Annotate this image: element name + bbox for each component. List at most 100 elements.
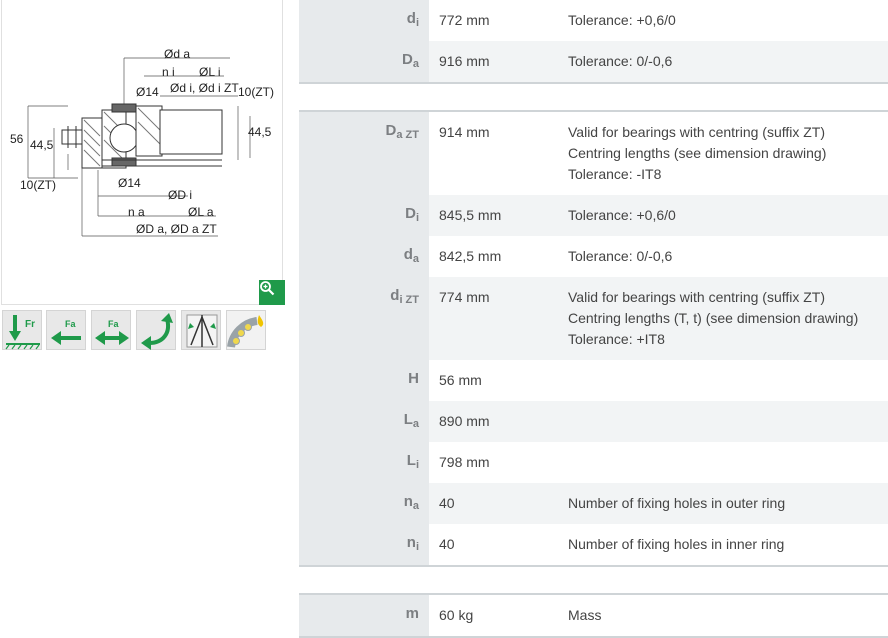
description-line: Tolerance: +0,6/0	[568, 207, 676, 223]
symbol-letter: H	[408, 370, 419, 387]
description-cell: Valid for bearings with centring (suffix…	[558, 277, 888, 360]
symbol-subscript: i	[415, 17, 419, 29]
value-cell: 56 mm	[439, 372, 482, 388]
symbol-letter: n	[403, 493, 413, 510]
magnifier-icon	[260, 281, 275, 296]
symbol-cell: na	[299, 483, 429, 524]
label-44-5-left: 44,5	[30, 138, 54, 152]
symbol-cell: Di	[299, 195, 429, 236]
label-height-56: 56	[10, 132, 24, 146]
label-od-a: Ød a	[164, 47, 190, 61]
zoom-button[interactable]	[259, 280, 285, 305]
symbol-letter: D	[402, 51, 413, 68]
symbol-letter: D	[405, 205, 416, 222]
symbol-cell: m	[299, 595, 429, 636]
label-ol-a: ØL a	[188, 205, 214, 219]
symbol-letter: d	[403, 246, 413, 263]
description-cell	[558, 360, 888, 401]
group-separator	[299, 567, 888, 595]
symbol-subscript: a	[412, 253, 419, 265]
value-cell: 842,5 mm	[439, 248, 502, 264]
description-cell	[558, 442, 888, 483]
symbol-letter: d	[390, 287, 400, 304]
description-line: Centring lengths (T, t) (see dimension d…	[568, 310, 859, 326]
dimension-drawing: Ød a n i ØL i Ø14 Ød i, Ød i ZT 10(ZT) 5…	[1, 0, 285, 305]
description-cell: Tolerance: 0/-0,6	[558, 236, 888, 277]
symbol-subscript: i ZT	[399, 294, 419, 306]
label-10zt-top: 10(ZT)	[238, 85, 274, 99]
value-cell: 798 mm	[439, 454, 490, 470]
description-line: Tolerance: 0/-0,6	[568, 248, 673, 264]
description-cell: Number of fixing holes in inner ring	[558, 524, 888, 565]
table-row: di 772 mm Tolerance: +0,6/0	[299, 0, 888, 41]
value-cell: 914 mm	[439, 124, 490, 140]
description-cell: Tolerance: +0,6/0	[558, 0, 888, 41]
label-od-i-zt: Ød i, Ød i ZT	[170, 81, 239, 95]
label-o14-top: Ø14	[136, 85, 159, 99]
svg-text:Fa: Fa	[108, 319, 119, 329]
value-cell: 772 mm	[439, 12, 490, 28]
table-row: da 842,5 mm Tolerance: 0/-0,6	[299, 236, 888, 277]
label-n-i: n i	[162, 65, 175, 79]
symbol-cell: di	[299, 0, 429, 41]
label-od-a-zt: ØD a, ØD a ZT	[136, 222, 217, 236]
description-line: Tolerance: +0,6/0	[568, 12, 676, 28]
label-n-a: n a	[128, 205, 145, 219]
value-cell: 40	[429, 483, 558, 524]
symbol-subscript: a	[412, 500, 419, 512]
description-line: Centring lengths (see dimension drawing)	[568, 145, 827, 161]
symbol-letter: L	[403, 411, 413, 428]
value-cell: 774 mm	[429, 277, 558, 360]
value-cell: 845,5 mm	[429, 195, 558, 236]
description-cell: Tolerance: 0/-0,6	[558, 41, 888, 82]
label-ol-i: ØL i	[199, 65, 221, 79]
symbol-cell: ni	[299, 524, 429, 565]
lubrication-icon	[226, 310, 266, 350]
description-line: Tolerance: +IT8	[568, 331, 665, 347]
angular-misalignment-icon	[181, 310, 221, 350]
value-cell: 890 mm	[429, 401, 558, 442]
table-row: H 56 mm	[299, 360, 888, 401]
label-10zt-bottom: 10(ZT)	[20, 178, 56, 192]
description-line: Valid for bearings with centring (suffix…	[568, 124, 826, 140]
symbol-cell: H	[299, 360, 429, 401]
symbol-letter: d	[406, 10, 416, 27]
description-cell: Mass	[558, 595, 888, 636]
svg-text:Fr: Fr	[25, 319, 35, 330]
svg-text:Fa: Fa	[65, 319, 76, 329]
radial-load-icon: Fr	[2, 310, 42, 350]
symbol-cell: La	[299, 401, 429, 442]
label-44-5-right: 44,5	[248, 125, 272, 139]
axial-load-both-icon: Fa	[91, 310, 131, 350]
axial-load-icon: Fa	[46, 310, 86, 350]
spec-group: Da ZT 914 mm Valid for bearings with centr…	[299, 112, 888, 567]
symbol-cell: Li	[299, 442, 429, 483]
description-line: Valid for bearings with centring (suffix…	[568, 289, 826, 305]
table-row: Da ZT 914 mm Valid for bearings with centr…	[299, 112, 888, 195]
description-cell: Valid for bearings with centring (suffix…	[558, 112, 888, 195]
group-separator	[299, 84, 888, 112]
bearing-cross-section-drawing: Ød a n i ØL i Ø14 Ød i, Ød i ZT 10(ZT) 5…	[10, 47, 274, 237]
description-cell: Number of fixing holes in outer ring	[558, 483, 888, 524]
description-line: Number of fixing holes in outer ring	[568, 495, 786, 511]
symbol-cell: Da ZT	[299, 112, 429, 195]
description-line: Mass	[568, 607, 602, 623]
description-cell: Tolerance: +0,6/0	[558, 195, 888, 236]
symbol-letter: n	[406, 534, 416, 551]
value-cell: 916 mm	[429, 41, 558, 82]
description-line: Number of fixing holes in inner ring	[568, 536, 785, 552]
symbol-subscript: i	[415, 212, 419, 224]
symbol-letter: m	[405, 605, 419, 622]
table-row: Li 798 mm	[299, 442, 888, 483]
symbol-subscript: i	[415, 459, 419, 471]
symbol-letter: L	[406, 452, 416, 469]
description-cell	[558, 401, 888, 442]
label-o14-bottom: Ø14	[118, 176, 141, 190]
symbol-cell: da	[299, 236, 429, 277]
value-cell: 60 kg	[439, 607, 474, 623]
